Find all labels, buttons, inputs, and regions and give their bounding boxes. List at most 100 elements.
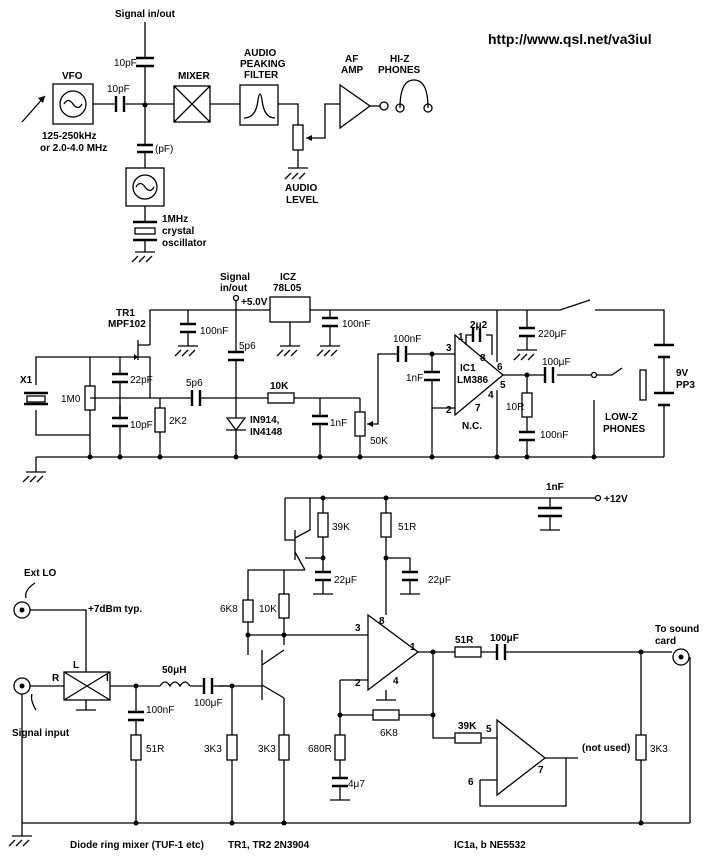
crystal-osc-block bbox=[125, 167, 165, 207]
block-diagram: Signal in/out 10pF VFO 125-250kHz or 2.0… bbox=[21, 9, 433, 263]
phones-label-2: PHONES bbox=[378, 65, 421, 76]
r50k-label: 50K bbox=[370, 436, 388, 447]
r3k3-c-label: 3K3 bbox=[650, 744, 668, 755]
icz-label-1: ICZ bbox=[280, 272, 296, 283]
level-label-1: AUDIO bbox=[285, 183, 317, 194]
v12-label: +12V bbox=[604, 494, 628, 505]
mixer-r-label: R bbox=[52, 673, 60, 684]
lowz-label-1: LOW-Z bbox=[605, 412, 638, 423]
foot-ic-label: IC1a, b NE5532 bbox=[454, 840, 526, 851]
batt-label-1: 9V bbox=[676, 368, 689, 379]
cap-10pf-top: 10pF bbox=[114, 58, 137, 69]
c100uf-a-label: 100μF bbox=[194, 698, 223, 709]
r2k2-label: 2K2 bbox=[169, 416, 187, 427]
c22uf-b-label: 22μF bbox=[428, 575, 451, 586]
xtal-label-1: 1MHz bbox=[162, 214, 188, 225]
ic1-pin2: 2 bbox=[446, 405, 452, 416]
opamp-ic1b bbox=[496, 718, 547, 797]
c2u2-label: 2μ2 bbox=[470, 320, 488, 331]
ic1-pin6: 6 bbox=[497, 362, 503, 373]
r6k8-b-label: 6K8 bbox=[380, 728, 398, 739]
c1nf-b: 1nF bbox=[406, 373, 423, 384]
r10k-label: 10K bbox=[259, 604, 277, 615]
regulator-78l05 bbox=[269, 296, 311, 323]
mixer-l-label: L bbox=[73, 660, 79, 671]
r3k3-b-label: 3K3 bbox=[258, 744, 276, 755]
ic1b-pin5: 5 bbox=[486, 724, 492, 735]
foot-tr-label: TR1, TR2 2N3904 bbox=[228, 840, 310, 851]
to-sound-label-1: To sound bbox=[655, 624, 699, 635]
ic1a-pin4: 4 bbox=[393, 676, 399, 687]
af-amp-triangle bbox=[339, 83, 372, 130]
filter-label-3: FILTER bbox=[244, 70, 279, 81]
ic1b-pin7: 7 bbox=[538, 765, 544, 776]
cap-pf-label: (pF) bbox=[155, 144, 173, 155]
c5p6-b: 5p6 bbox=[239, 341, 256, 352]
level-label-2: LEVEL bbox=[286, 195, 318, 206]
ic1b-pin6: 6 bbox=[468, 777, 474, 788]
c10pf-label: 10pF bbox=[130, 420, 153, 431]
tr1-label-1: TR1 bbox=[116, 308, 135, 319]
signal-label-1: Signal bbox=[220, 272, 250, 283]
c100nf-3: 100nF bbox=[393, 334, 421, 345]
filter-label-2: PEAKING bbox=[240, 59, 286, 70]
c100nf-1: 100nF bbox=[200, 326, 228, 337]
r1m0-label: 1M0 bbox=[61, 394, 81, 405]
c100uf-label: 100μF bbox=[542, 357, 571, 368]
mixer-i-label: I bbox=[106, 673, 109, 684]
ic1-lm386 bbox=[454, 333, 505, 417]
r10r-label: 10R bbox=[506, 402, 524, 413]
ic1-pin7: 7 bbox=[475, 403, 481, 414]
not-used-label: (not used) bbox=[582, 743, 630, 754]
r51r-a-label: 51R bbox=[398, 522, 416, 533]
ic1-label-1: IC1 bbox=[460, 363, 476, 374]
l50uh-label: 50μH bbox=[162, 665, 186, 676]
filter-label-1: AUDIO bbox=[244, 48, 276, 59]
website-url[interactable]: http://www.qsl.net/va3iul bbox=[488, 31, 652, 47]
c1nf-a: 1nF bbox=[330, 418, 347, 429]
ic1-pin5: 5 bbox=[500, 380, 506, 391]
phones-label-1: HI-Z bbox=[390, 54, 409, 65]
vfo-range-1: 125-250kHz bbox=[42, 131, 96, 142]
r51r-b-label: 51R bbox=[146, 744, 164, 755]
mixer-label: MIXER bbox=[178, 71, 210, 82]
ic1a-pin8: 8 bbox=[379, 616, 385, 627]
tr1-label-2: MPF102 bbox=[108, 319, 146, 330]
r680r-label: 680R bbox=[308, 744, 332, 755]
ext-lo-label: Ext LO bbox=[24, 568, 56, 579]
signal-input-label: Signal input bbox=[12, 728, 70, 739]
dbm-label: +7dBm typ. bbox=[88, 604, 142, 615]
soundcard-interface-circuit: +12V 1nF 39K 22μF 51R 22μF 6K8 10K bbox=[8, 482, 699, 851]
xtal-label-2: crystal bbox=[162, 226, 194, 237]
opamp-ic1a bbox=[367, 613, 420, 692]
c1nf-label: 1nF bbox=[546, 482, 564, 493]
ic1a-pin1: 1 bbox=[410, 642, 416, 653]
icz-label-2: 78L05 bbox=[273, 283, 302, 294]
signal-label-2: in/out bbox=[220, 283, 248, 294]
ic1a-pin2: 2 bbox=[355, 678, 361, 689]
r39k-b-label: 39K bbox=[458, 721, 477, 732]
signal-in-out-label: Signal in/out bbox=[115, 9, 176, 20]
af-label-1: AF bbox=[345, 54, 358, 65]
ic1-pin8: 8 bbox=[480, 353, 486, 364]
audio-filter-block bbox=[239, 84, 279, 126]
diode-label-1: IN914, bbox=[250, 415, 280, 426]
r51r-c-label: 51R bbox=[455, 635, 474, 646]
r3k3-a-label: 3K3 bbox=[204, 744, 222, 755]
c4u7-label: 4μ7 bbox=[348, 779, 365, 790]
c100nf-4: 100nF bbox=[540, 430, 568, 441]
c22uf-a-label: 22μF bbox=[334, 575, 357, 586]
ic1-pin3: 3 bbox=[446, 343, 452, 354]
ic1-pin4: 4 bbox=[488, 390, 494, 401]
cap-10pf-vfo: 10pF bbox=[107, 84, 130, 95]
c22pf-label: 22pF bbox=[130, 375, 153, 386]
c100uf-b-label: 100μF bbox=[490, 633, 519, 644]
r39k-a-label: 39K bbox=[332, 522, 350, 533]
nc-label: N.C. bbox=[462, 421, 482, 432]
c5p6-a: 5p6 bbox=[186, 378, 203, 389]
xtal-label-3: oscillator bbox=[162, 238, 207, 249]
ic1a-pin3: 3 bbox=[355, 623, 361, 634]
r10k-label: 10K bbox=[270, 381, 289, 392]
foot-mixer-label: Diode ring mixer (TUF-1 etc) bbox=[70, 840, 204, 851]
ic1-label-2: LM386 bbox=[457, 375, 489, 386]
